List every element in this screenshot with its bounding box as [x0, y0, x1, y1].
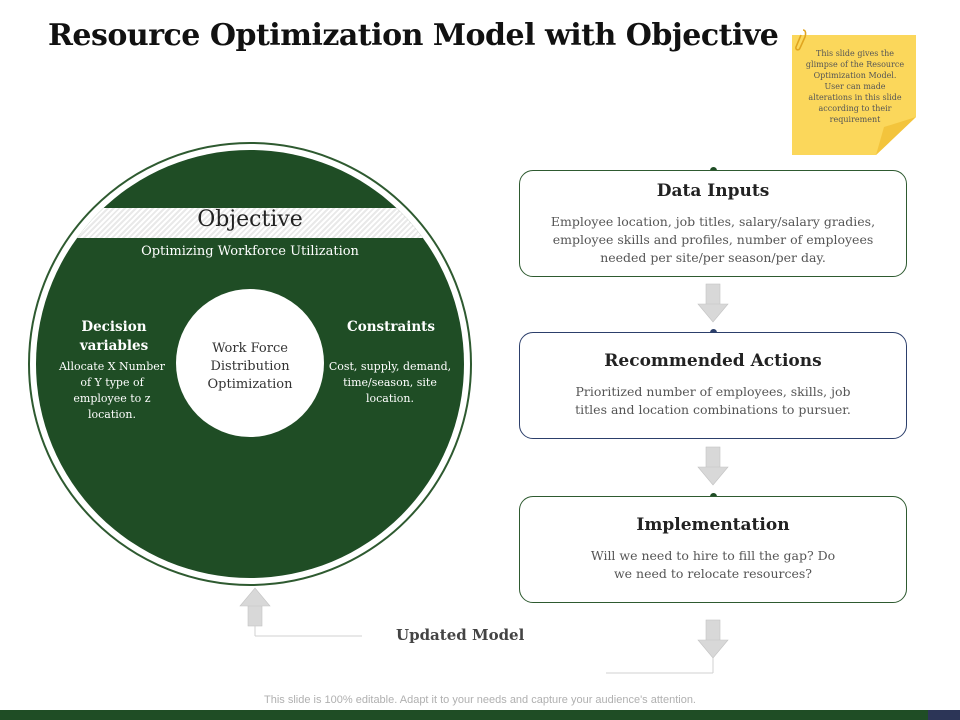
decision-variables-body: Allocate X Number of Y type of employee … [58, 360, 166, 421]
page-title: Resource Optimization Model with Objecti… [48, 18, 779, 53]
center-text: Work Force Distribution Optimization [207, 341, 293, 392]
decision-variables-heading: Decision variables [79, 319, 149, 354]
constraints-body: Cost, supply, demand, time/season, site … [328, 360, 452, 405]
down-arrow-icon [697, 283, 729, 323]
down-arrow-icon [697, 446, 729, 486]
objective-title-band [36, 208, 464, 238]
footer-bar [0, 710, 960, 720]
up-arrow-icon [239, 587, 271, 627]
step-title: Recommended Actions [604, 351, 822, 371]
step-title: Implementation [636, 515, 790, 535]
sticky-note [792, 35, 916, 155]
constraints-heading: Constraints [346, 319, 436, 335]
objective-subtitle: Optimizing Workforce Utilization [141, 244, 359, 259]
step-body: Prioritized number of employees, skills,… [575, 384, 851, 417]
paperclip-icon [795, 29, 807, 51]
down-arrow-icon [697, 619, 729, 659]
footer-corner [928, 710, 960, 720]
center-circle [176, 289, 324, 437]
objective-title: Objective [197, 207, 303, 232]
step-title: Data Inputs [656, 181, 770, 201]
sticky-note-text: This slide gives the glimpse of the Reso… [805, 49, 905, 124]
footer-note: This slide is 100% editable. Adapt it to… [264, 694, 696, 706]
step-box-data-inputs: Data Inputs Employee location, job title… [519, 170, 907, 277]
updated-model-label: Updated Model [396, 626, 525, 644]
step-body: Employee location, job titles, salary/sa… [550, 214, 876, 265]
step-box-recommended-actions: Recommended Actions Prioritized number o… [519, 332, 907, 439]
step-body: Will we need to hire to fill the gap? Do… [590, 548, 836, 581]
step-box-implementation: Implementation Will we need to hire to f… [519, 496, 907, 603]
